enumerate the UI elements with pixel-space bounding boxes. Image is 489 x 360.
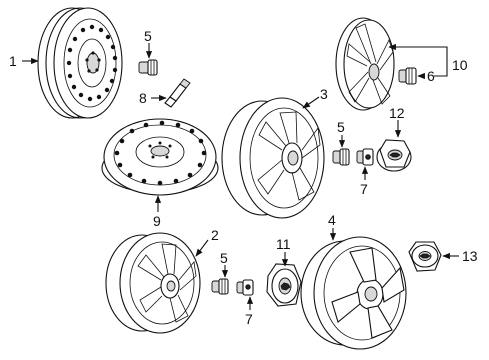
callout-9: 9 bbox=[153, 213, 161, 229]
lock-nut-part-7b bbox=[236, 279, 254, 296]
lug-nut-part-5 bbox=[138, 59, 158, 76]
callout-5-middle: 5 bbox=[337, 119, 345, 135]
lug-nut-part-5b bbox=[332, 148, 350, 166]
wheel-cover-part-10 bbox=[335, 17, 395, 111]
lug-holes bbox=[85, 51, 101, 73]
callout-7-bottom: 7 bbox=[245, 311, 253, 327]
center-cap-part-11 bbox=[266, 263, 302, 307]
callout-4: 4 bbox=[328, 212, 336, 228]
callout-12: 12 bbox=[389, 105, 405, 121]
center-cap-part-12 bbox=[376, 139, 412, 172]
spare-wheel-part-9 bbox=[101, 118, 219, 196]
callout-8: 8 bbox=[139, 90, 147, 106]
lug-nut-part-5c bbox=[211, 278, 229, 295]
callout-5-bottom: 5 bbox=[220, 250, 228, 266]
valve-stem-part-8 bbox=[164, 78, 191, 108]
callout-7-middle: 7 bbox=[360, 181, 368, 197]
callout-3: 3 bbox=[320, 86, 328, 102]
leader-lines bbox=[22, 43, 459, 310]
lock-nut-part-7 bbox=[356, 148, 374, 166]
center-cap-part-13 bbox=[408, 241, 442, 272]
callout-6: 6 bbox=[427, 68, 435, 84]
callouts: 1 2 3 4 5 5 5 6 7 7 8 9 10 11 12 13 bbox=[9, 28, 478, 327]
alloy-wheel-part-2 bbox=[105, 232, 201, 334]
callout-11: 11 bbox=[276, 236, 291, 252]
alloy-wheel-part-4 bbox=[300, 236, 407, 350]
callout-13: 13 bbox=[462, 248, 478, 264]
callout-1: 1 bbox=[9, 53, 17, 69]
lug-nut-part-6 bbox=[398, 67, 417, 85]
callout-5-top: 5 bbox=[144, 28, 152, 44]
callout-2: 2 bbox=[211, 227, 219, 243]
alloy-wheel-part-3 bbox=[221, 97, 325, 219]
callout-10: 10 bbox=[452, 57, 468, 73]
steel-wheel-part-1 bbox=[37, 7, 123, 119]
wheel-vent-holes bbox=[66, 24, 118, 102]
